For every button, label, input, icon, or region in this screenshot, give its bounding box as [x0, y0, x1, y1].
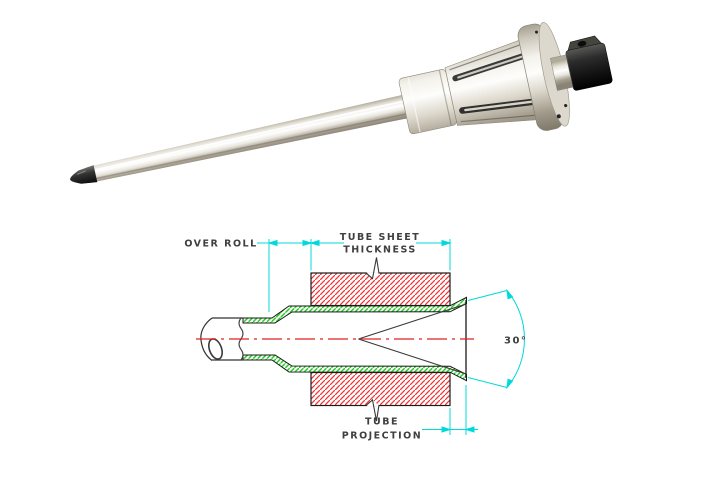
dimensions — [257, 239, 525, 435]
expansion-taper-line-lower — [358, 338, 467, 375]
label-flare-angle: 30° — [504, 336, 527, 347]
label-tube-sheet-line1: TUBE SHEET — [340, 232, 420, 243]
label-over-roll: OVER ROLL — [184, 239, 257, 250]
break-symbol-upper — [366, 257, 380, 280]
break-symbol-lower — [366, 398, 380, 422]
tube-end-break — [200, 317, 244, 361]
dimension-over-roll — [257, 240, 312, 246]
roller — [464, 100, 533, 112]
label-tube-projection-line2: PROJECTION — [342, 431, 422, 442]
tool-photo — [70, 22, 613, 184]
dimension-tube-sheet-thickness — [310, 240, 451, 246]
label-tube-sheet-line2: THICKNESS — [343, 245, 417, 256]
roller — [457, 55, 523, 79]
mandrel-shaft — [85, 94, 410, 184]
dimension-tube-projection — [422, 426, 478, 433]
label-tube-projection-line1: TUBE — [365, 417, 399, 428]
tube-sheet-upper — [310, 272, 451, 307]
dimension-flare-angle — [467, 289, 525, 389]
mandrel-tip — [70, 165, 98, 184]
expansion-diagram: OVER ROLL TUBE SHEET THICKNESS TUBE PROJ… — [184, 232, 527, 442]
drive-hole — [577, 40, 587, 47]
tube-sheet-lower — [310, 371, 451, 407]
expansion-taper-line-upper — [358, 303, 467, 340]
